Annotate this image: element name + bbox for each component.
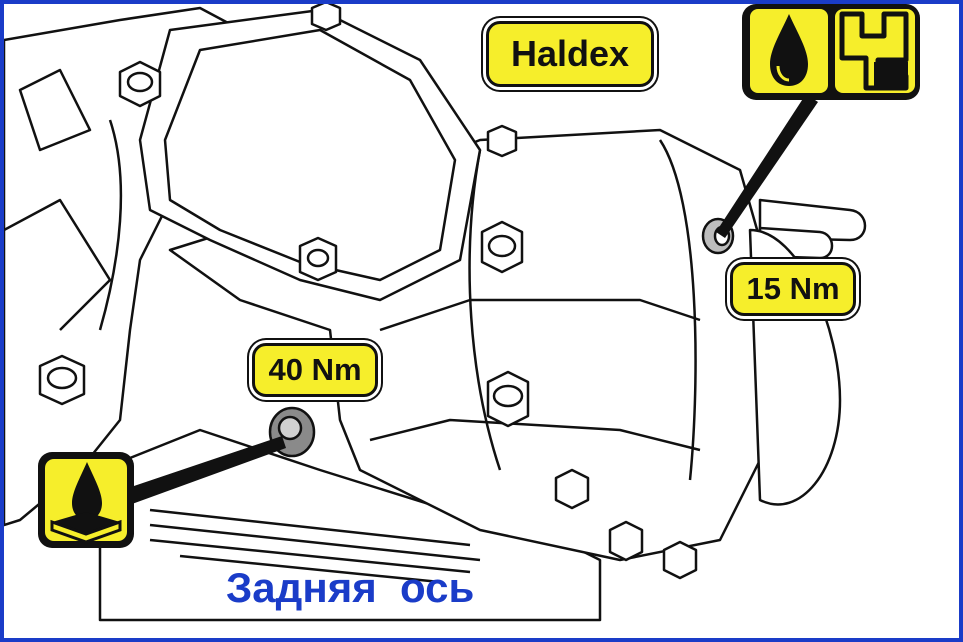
bolt: [298, 236, 338, 282]
control-module: [138, 8, 482, 302]
drain-plug-torque-label: 40 Nm: [252, 343, 378, 397]
oil-drain-icon: [38, 452, 134, 548]
bolt: [310, 4, 342, 32]
leader-line-drain: [128, 436, 286, 504]
coupling-housing-face: [468, 149, 502, 471]
cooling-fin: [149, 523, 481, 562]
axle-housing-rib: [18, 68, 92, 152]
bolt: [662, 540, 698, 580]
bolt: [486, 370, 530, 428]
coupling-housing-face: [658, 139, 697, 481]
bolt: [480, 220, 524, 274]
bolt: [554, 468, 590, 510]
oil-level-icon: [742, 4, 920, 100]
cooling-fin: [149, 538, 471, 574]
cooling-fin: [179, 554, 441, 584]
bolt: [608, 520, 644, 562]
caption: Задняя ось: [226, 564, 475, 611]
bolt: [486, 124, 518, 158]
fill-plug-torque-label: 15 Nm: [730, 262, 856, 316]
coupling-housing-face: [379, 298, 701, 332]
bolt: [38, 354, 86, 406]
control-module-lid: [163, 28, 457, 282]
coupling-housing-face: [369, 418, 701, 452]
axle-housing-edge: [98, 119, 123, 331]
cooling-fin: [149, 508, 471, 547]
bolt: [118, 60, 162, 108]
brand-label: Haldex: [486, 21, 654, 87]
axle-housing-rib: [4, 198, 112, 331]
leader-line-fill: [716, 94, 818, 238]
